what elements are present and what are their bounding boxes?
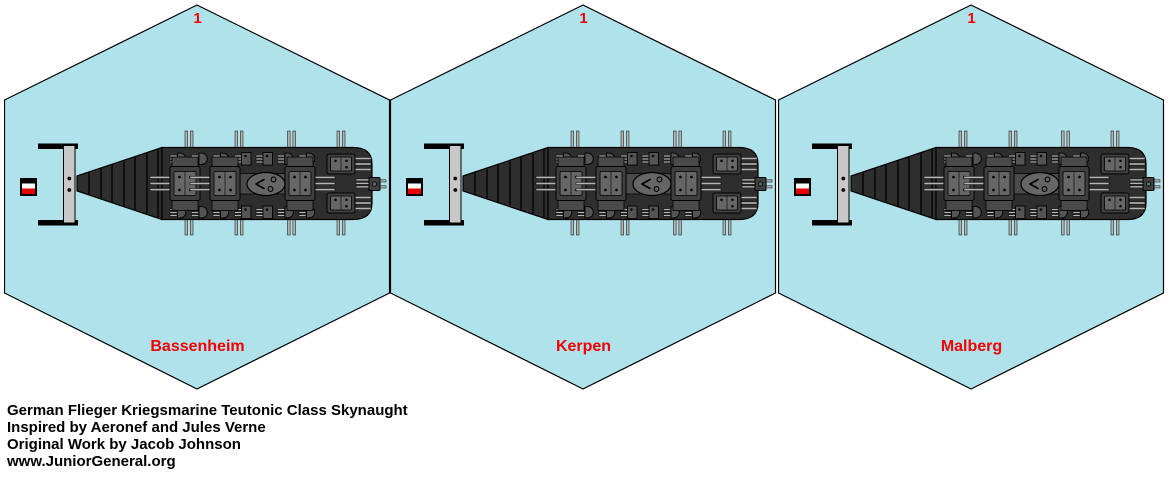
counter-name: Bassenheim xyxy=(150,338,245,355)
counter-hex: 1 Bassenheim xyxy=(4,4,391,394)
counter-number: 1 xyxy=(967,10,976,27)
hex-counter-graphic xyxy=(778,4,1165,390)
counter-name: Kerpen xyxy=(555,338,612,355)
footer-line-website: www.JuniorGeneral.org xyxy=(7,453,176,470)
counter-number: 1 xyxy=(193,10,202,27)
counter-hex: 1 Kerpen xyxy=(390,4,777,394)
footer-credits: German Flieger Kriegsmarine Teutonic Cla… xyxy=(7,402,408,470)
footer-line-inspiration: Inspired by Aeronef and Jules Verne xyxy=(7,419,266,436)
footer-line-title: German Flieger Kriegsmarine Teutonic Cla… xyxy=(7,402,408,419)
footer-line-author: Original Work by Jacob Johnson xyxy=(7,436,241,453)
counter-number: 1 xyxy=(579,10,588,27)
counter-hex: 1 Malberg xyxy=(778,4,1165,394)
hex-counter-graphic xyxy=(390,4,777,390)
counter-name: Malberg xyxy=(940,338,1003,355)
hex-counter-graphic xyxy=(4,4,391,390)
